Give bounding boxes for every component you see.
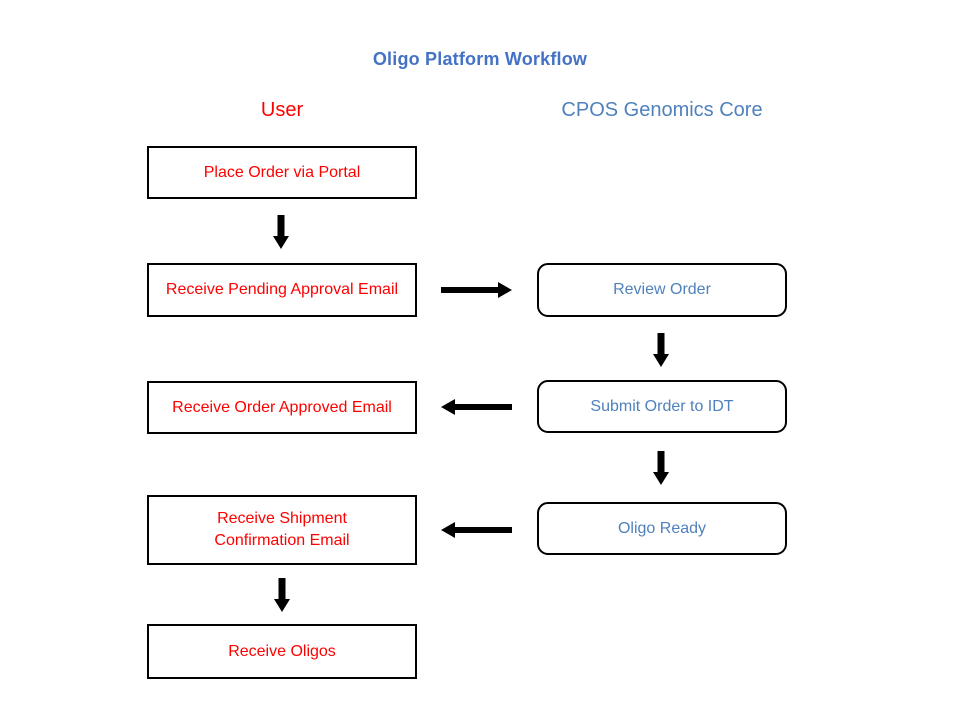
flow-step-oligo-ready: Oligo Ready (537, 502, 787, 555)
arrow-down-icon (274, 578, 290, 612)
arrow-down-icon (273, 215, 289, 249)
arrow-right-icon (441, 282, 512, 298)
arrow-down-icon (653, 333, 669, 367)
flow-step-receive-oligos: Receive Oligos (147, 624, 417, 679)
column-header-core: CPOS Genomics Core (561, 99, 763, 121)
flow-step-label: Receive Order Approved Email (172, 398, 392, 416)
flow-step-order-approved-email: Receive Order Approved Email (147, 381, 417, 434)
flow-step-label: Submit Order to IDT (590, 397, 734, 415)
flow-step-shipment-confirmation-email: Receive Shipment Confirmation Email (147, 495, 417, 565)
column-header-user: User (260, 99, 304, 121)
arrow-left-icon (441, 399, 512, 415)
flow-step-place-order: Place Order via Portal (147, 146, 417, 199)
flow-step-label: Receive Pending Approval Email (165, 281, 399, 299)
flow-step-label: Review Order (613, 281, 711, 299)
flow-step-label: Place Order via Portal (203, 163, 361, 181)
diagram-title: Oligo Platform Workflow (372, 49, 588, 69)
flow-step-label: Oligo Ready (617, 519, 707, 537)
arrow-down-icon (653, 451, 669, 485)
flow-step-pending-approval-email: Receive Pending Approval Email (147, 263, 417, 317)
flow-step-label: Receive Oligos (228, 642, 336, 660)
flow-step-label: Receive Shipment Confirmation Email (214, 510, 350, 549)
flow-step-review-order: Review Order (537, 263, 787, 317)
flow-step-submit-order-idt: Submit Order to IDT (537, 380, 787, 433)
arrow-left-icon (441, 522, 512, 538)
